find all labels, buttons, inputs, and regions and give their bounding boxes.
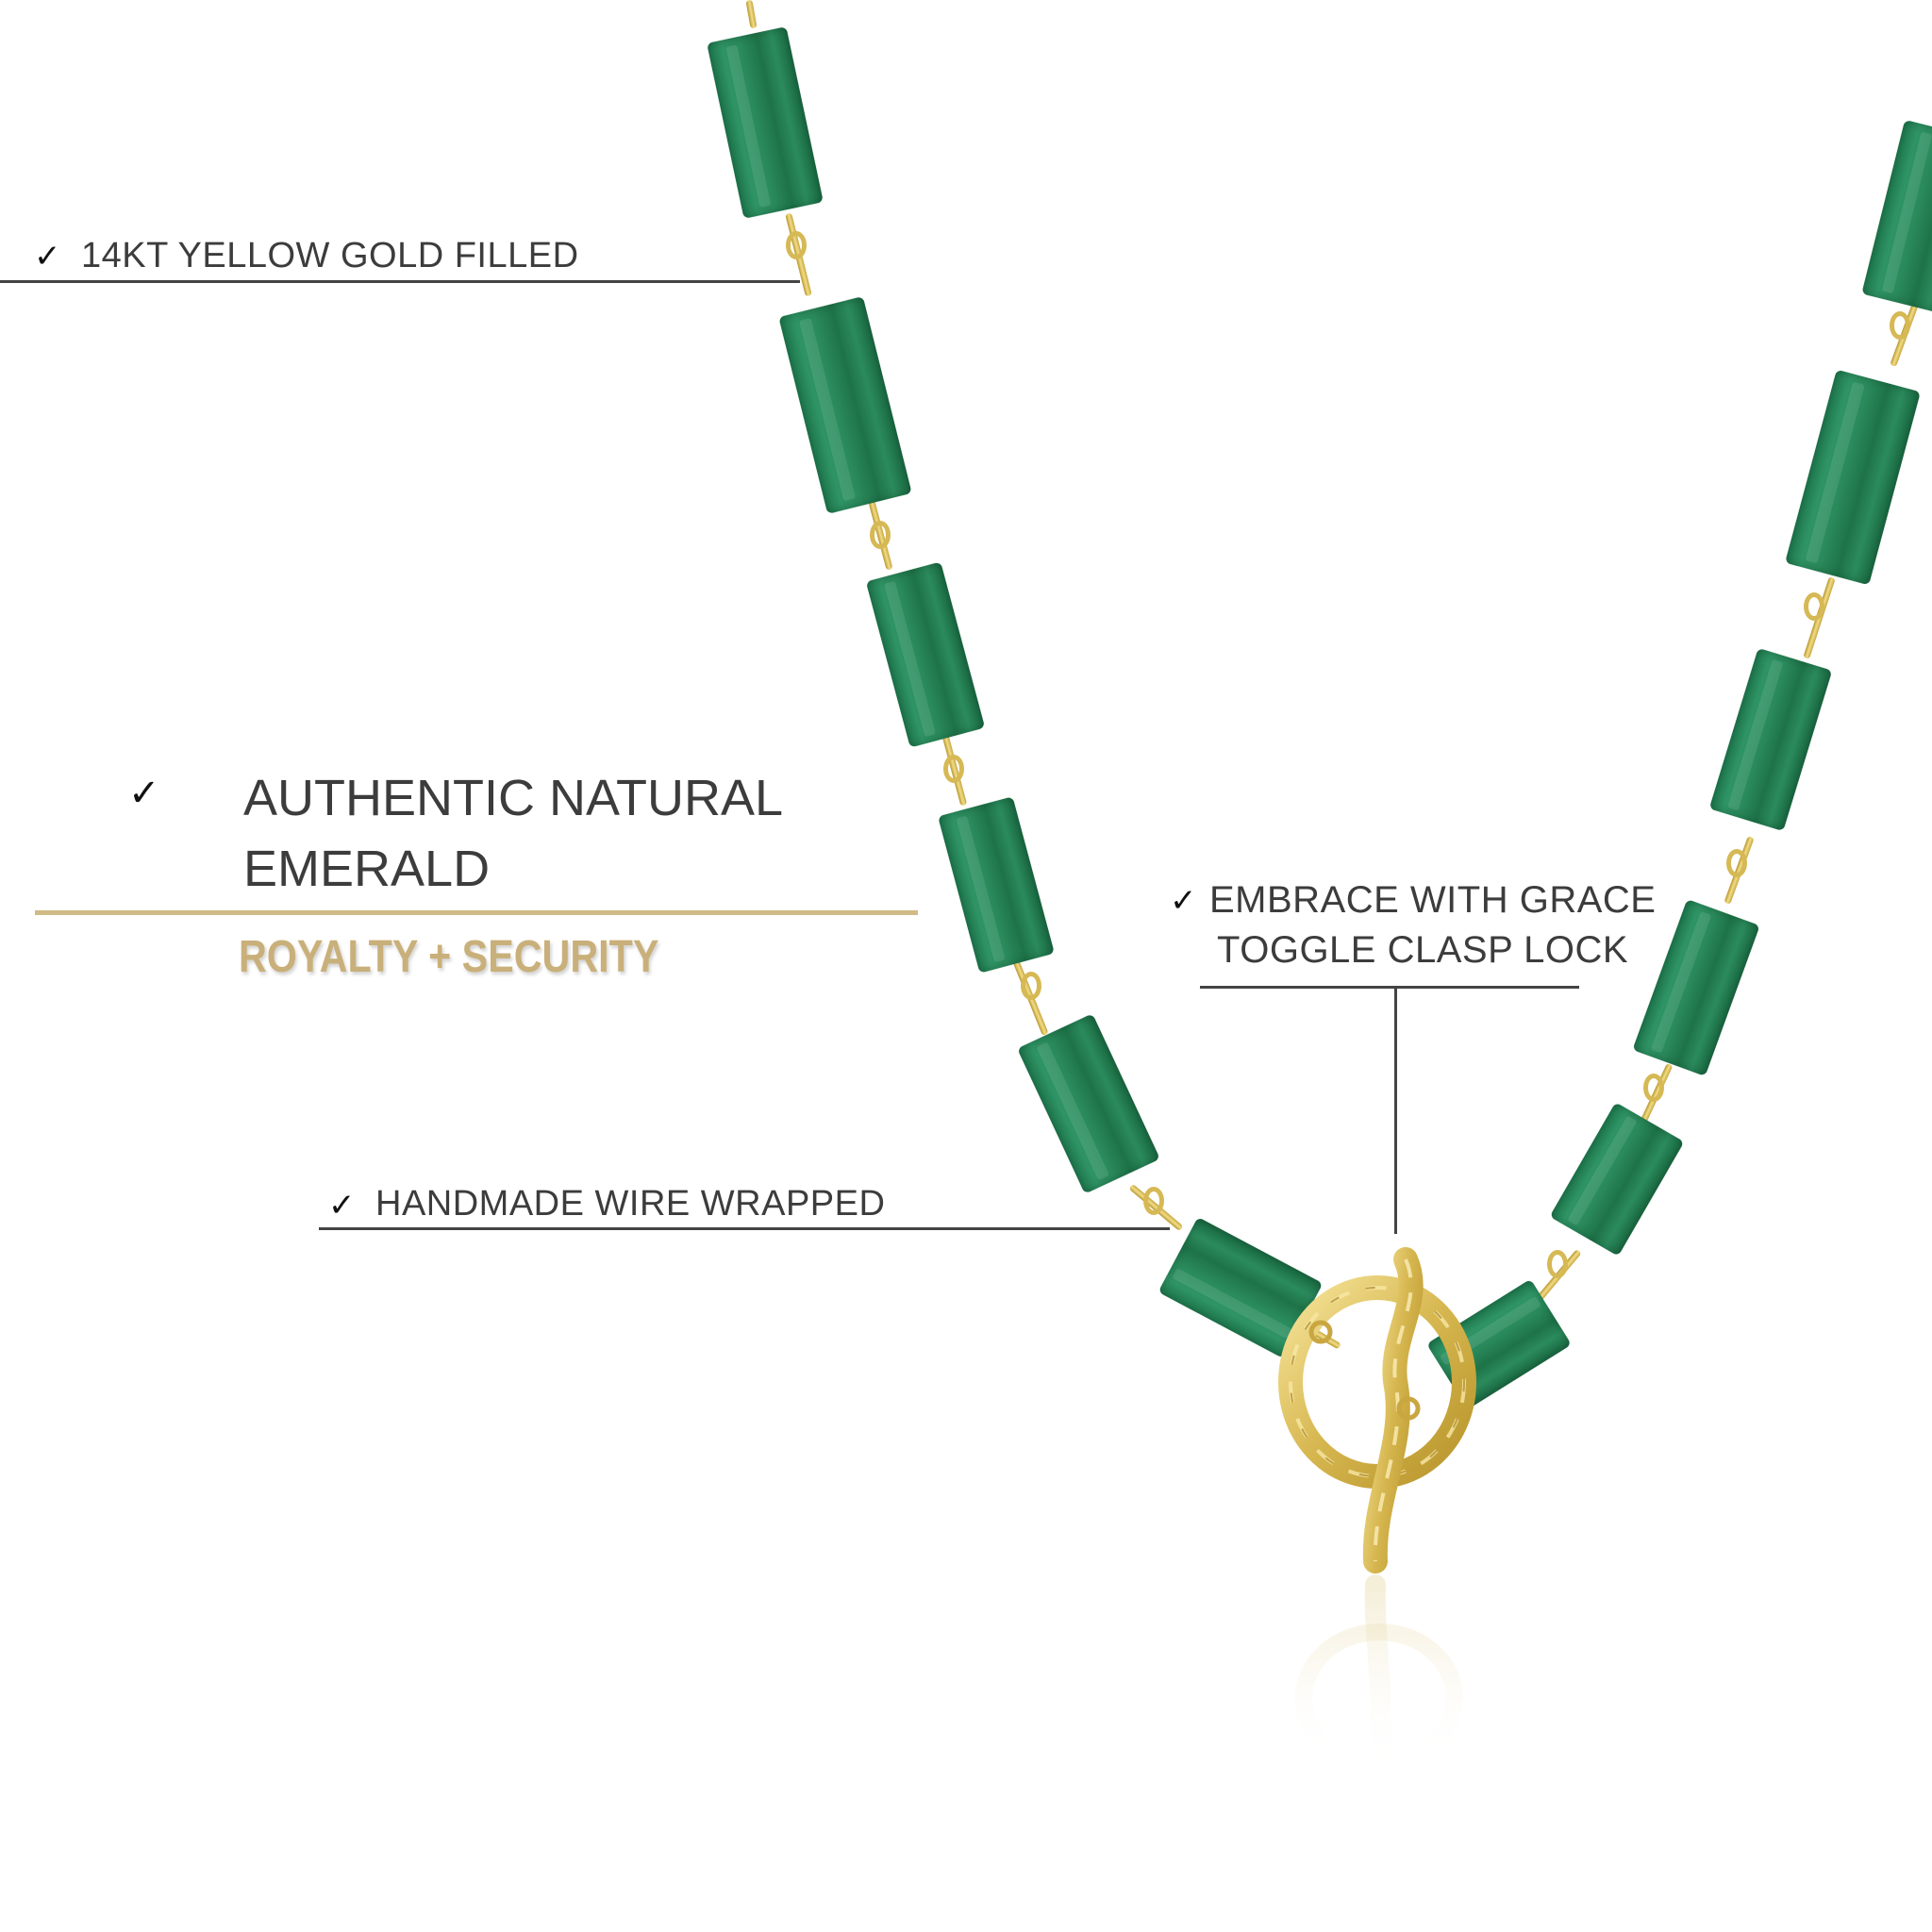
callout-pointer-line (1394, 987, 1397, 1234)
wire-loop (870, 521, 891, 549)
feature-label: HANDMADE WIRE WRAPPED (375, 1184, 886, 1224)
feature-label: 14KT YELLOW GOLD FILLED (81, 236, 579, 275)
checkmark-icon: ✓ (328, 1187, 356, 1224)
wire-loop (943, 755, 964, 783)
feature-heading-line2: EMERALD (243, 841, 491, 897)
wire-loop (1547, 1250, 1568, 1278)
callout-line (1200, 986, 1579, 989)
wire-loop (1643, 1074, 1664, 1102)
checkmark-icon: ✓ (34, 238, 61, 275)
gold-divider (35, 910, 918, 915)
wire-loop (1726, 849, 1747, 877)
wire-loop (1021, 972, 1041, 1000)
wire-loop (786, 231, 807, 259)
feature-label-line1: EMBRACE WITH GRACE (1209, 879, 1657, 921)
checkmark-icon: ✓ (128, 772, 160, 815)
feature-heading-line1: AUTHENTIC NATURAL (243, 770, 784, 826)
callout-line (0, 280, 800, 283)
wire-loop (1143, 1187, 1164, 1215)
wire-loop (1804, 592, 1824, 621)
tagline: ROYALTY + SECURITY (239, 932, 659, 982)
checkmark-icon: ✓ (1170, 882, 1197, 920)
callout-line (319, 1227, 1170, 1230)
feature-label-line2: TOGGLE CLASP LOCK (1217, 929, 1629, 971)
wire-loop (1890, 311, 1910, 340)
